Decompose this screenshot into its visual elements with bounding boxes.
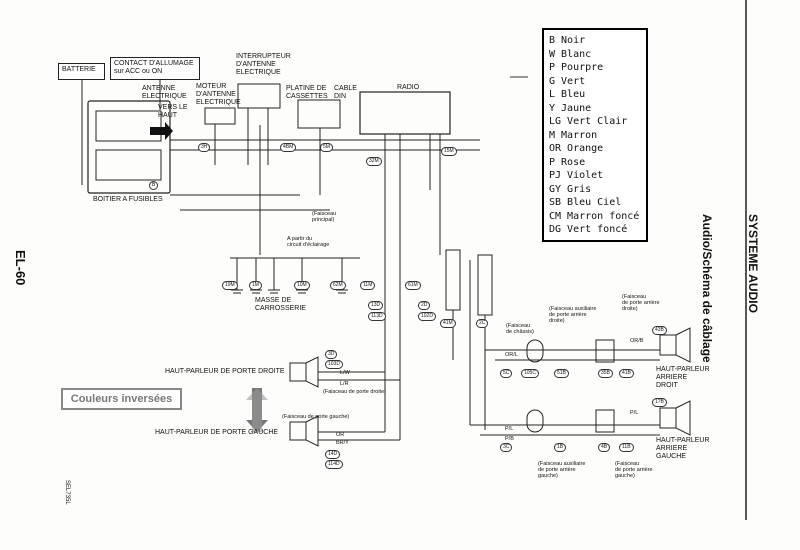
connector-label: 11M bbox=[360, 281, 376, 290]
vers-le-haut-label: VERS LE HAUT bbox=[158, 104, 188, 119]
antenna-motor-label: MOTEUR D'ANTENNE ELECTRIQUE bbox=[196, 83, 241, 106]
wire-label: L/R bbox=[340, 381, 349, 387]
antenna-label: ANTENNE ELECTRIQUE bbox=[142, 85, 187, 100]
battery-label: BATTERIE bbox=[62, 66, 96, 73]
chassis-harness-label: (Faisceau de châssis) bbox=[506, 323, 534, 335]
legend-row: DG Vert foncé bbox=[549, 224, 628, 235]
legend-row: LG Vert Clair bbox=[549, 116, 628, 127]
legend-row: M Marron bbox=[549, 129, 598, 141]
connector-label: 105C bbox=[521, 369, 539, 378]
connector-label: 1M bbox=[249, 281, 262, 290]
connector-label: 5M bbox=[320, 143, 333, 152]
section-title: SYSTEME AUDIO bbox=[746, 214, 760, 313]
legend-row: G Vert bbox=[549, 75, 586, 87]
left-door-harness-label: (Faisceau de porte gauche) bbox=[282, 414, 350, 420]
cassette-deck-label: PLATINE DE CASSETTES bbox=[286, 85, 328, 100]
wire-label: L/W bbox=[340, 370, 350, 376]
inverted-colors-badge: Couleurs inversées bbox=[61, 388, 182, 410]
rear-left-door-harness-label: (Faisceau de porte arrière gauche) bbox=[615, 461, 653, 479]
connector-label: 14D bbox=[325, 450, 341, 459]
legend-row: W Blanc bbox=[549, 48, 592, 60]
connector-label: 3D bbox=[325, 350, 338, 359]
din-cable-label: CABLE DIN bbox=[334, 85, 357, 100]
connector-label: 62M bbox=[330, 281, 346, 290]
radio-label: RADIO bbox=[397, 84, 420, 91]
swap-arrow-up-icon bbox=[246, 388, 268, 432]
connector-label: 32M bbox=[366, 157, 382, 166]
wire-label: BR/Y bbox=[336, 440, 349, 446]
connector-label: 103D bbox=[325, 360, 343, 369]
connector-label: 2D bbox=[418, 301, 431, 310]
connector-label: 11B bbox=[619, 443, 634, 452]
wire-label: OR/L bbox=[505, 352, 518, 358]
ignition-contact-box: CONTACT D'ALLUMAGE sur ACC ou ON bbox=[110, 57, 200, 80]
connector-label: 113D bbox=[368, 312, 386, 321]
connector-label: 102D bbox=[418, 312, 436, 321]
rear-right-aux-harness-label: (Faisceau auxiliaire de porte arrière dr… bbox=[549, 306, 597, 324]
connector-label: 3H bbox=[198, 143, 211, 152]
connector-label: 61M bbox=[405, 281, 421, 290]
connector-label: 17B bbox=[652, 398, 667, 407]
ignition-contact-label: CONTACT D'ALLUMAGE sur ACC ou ON bbox=[114, 60, 194, 75]
page-subtitle: Audio/Schéma de câblage bbox=[700, 214, 714, 363]
legend-row: L Bleu bbox=[549, 89, 586, 100]
wire-label: P/L bbox=[505, 426, 514, 432]
legend-row: CM Marron foncé bbox=[549, 210, 640, 222]
legend-row: GY Gris bbox=[549, 183, 592, 195]
connector-label: 19M bbox=[222, 281, 238, 290]
connector-label: B bbox=[149, 181, 159, 190]
connector-label: 1B bbox=[554, 443, 567, 452]
connector-label: 43B bbox=[652, 326, 667, 335]
antenna-switch-label: INTERRUPTEUR D'ANTENNE ELECTRIQUE bbox=[236, 53, 291, 76]
rear-left-aux-harness-label: (Faisceau auxiliaire de porte arrière ga… bbox=[538, 461, 586, 479]
lighting-circuit-label: A partir du circuit d'éclairage bbox=[287, 236, 330, 248]
color-legend: B Noir W Blanc P Pourpre G Vert L Bleu Y… bbox=[542, 28, 648, 242]
connector-label: 10M bbox=[294, 281, 310, 290]
rear-left-speaker-label: HAUT-PARLEUR ARRIERE GAUCHE bbox=[656, 437, 710, 460]
legend-row: SB Bleu Ciel bbox=[549, 197, 622, 208]
main-harness-label: (Faisceau principal) bbox=[312, 211, 337, 223]
connector-label: 2C bbox=[476, 319, 489, 328]
connector-label: 4B bbox=[598, 443, 611, 452]
legend-row: Y Jaune bbox=[549, 102, 592, 114]
connector-label: 41B bbox=[619, 369, 634, 378]
figure-code: SEL735L bbox=[64, 480, 70, 505]
connector-label: 35B bbox=[598, 369, 613, 378]
battery-box: BATTERIE bbox=[58, 63, 105, 80]
front-right-speaker-label: HAUT-PARLEUR DE PORTE DROITE bbox=[165, 368, 285, 375]
connector-label: 51B bbox=[554, 369, 569, 378]
wire-label: P/L bbox=[630, 410, 639, 416]
legend-row: P Rose bbox=[549, 156, 586, 168]
legend-row: B Noir bbox=[549, 35, 586, 46]
wire-label: OR/B bbox=[630, 338, 644, 344]
fuse-box-label: BOITIER A FUSIBLES bbox=[93, 196, 163, 203]
front-left-speaker-label: HAUT-PARLEUR DE PORTE GAUCHE bbox=[155, 429, 279, 436]
connector-label: 3C bbox=[500, 443, 513, 452]
legend-row: PJ Violet bbox=[549, 170, 604, 181]
connector-label: 4BM bbox=[280, 143, 297, 152]
connector-label: 114D bbox=[325, 460, 343, 469]
connector-label: 5C bbox=[500, 369, 513, 378]
wire-label: OR bbox=[336, 432, 345, 438]
connector-label: 13D bbox=[368, 301, 384, 310]
connector-label: 41M bbox=[440, 319, 456, 328]
rear-right-speaker-label: HAUT-PARLEUR ARRIERE DROIT bbox=[656, 366, 710, 389]
right-door-harness-label: (Faisceau de porte droite) bbox=[323, 389, 386, 395]
page-code: EL-60 bbox=[13, 250, 28, 286]
rear-right-door-harness-label: (Faisceau de porte arrière droite) bbox=[622, 294, 660, 312]
body-ground-label: MASSE DE CARROSSERIE bbox=[255, 297, 306, 312]
legend-row: P Pourpre bbox=[549, 62, 604, 73]
connector-label: 15M bbox=[441, 147, 457, 156]
up-arrow-icon bbox=[150, 122, 173, 140]
legend-row: OR Orange bbox=[549, 143, 604, 154]
wire-label: P/B bbox=[505, 436, 514, 442]
